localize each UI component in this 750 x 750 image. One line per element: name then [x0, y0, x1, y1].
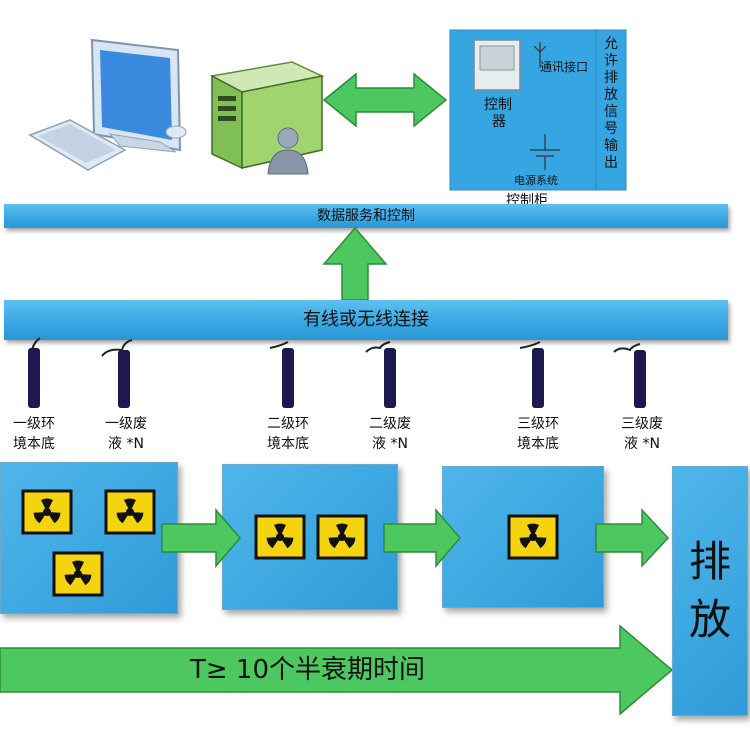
probe-label-line1: 二级环	[267, 416, 309, 432]
top-illustration	[28, 29, 627, 191]
probe-icon	[101, 339, 133, 408]
probe-icon	[269, 341, 294, 408]
data-service-label: 数据服务和控制	[317, 208, 415, 224]
up-arrow-icon	[322, 226, 388, 301]
probe-label: 三级环 境本底	[506, 414, 570, 454]
probe-icon	[519, 341, 544, 408]
controller-device-icon	[473, 39, 521, 91]
probe-label-line2: 液 *N	[372, 436, 408, 452]
controller-label-line2: 器	[492, 114, 506, 130]
probe-label: 一级废 液 *N	[94, 414, 158, 454]
comm-port-label: 通讯接口	[540, 60, 589, 74]
probe-label-line1: 三级废	[621, 416, 663, 432]
flow-arrow-icon	[595, 508, 670, 568]
probe-icon	[28, 337, 41, 408]
tank-stage-1	[0, 462, 178, 614]
keyboard-icon	[28, 119, 127, 171]
antenna-icon	[533, 42, 547, 68]
probe-label: 二级环 境本底	[256, 414, 320, 454]
controller-label-line1: 控制	[484, 97, 512, 113]
discharge-box: 排放	[672, 466, 748, 716]
probe-label-line2: 境本底	[267, 436, 309, 452]
probe-label-line2: 境本底	[517, 436, 559, 452]
probe-label-line1: 一级废	[105, 416, 147, 432]
probe-label: 一级环 境本底	[2, 414, 66, 454]
probe-label-line1: 一级环	[13, 416, 55, 432]
monitor-icon	[90, 38, 182, 153]
probe-label: 二级废 液 *N	[358, 414, 422, 454]
power-symbol-icon	[530, 134, 560, 170]
probe-icon	[365, 341, 396, 408]
probes-layer	[28, 337, 646, 408]
probe-label-line2: 境本底	[13, 436, 55, 452]
mouse-icon	[165, 125, 187, 139]
probe-label: 三级废 液 *N	[610, 414, 674, 454]
control-cabinet	[449, 29, 597, 191]
server-icon	[209, 61, 325, 170]
probe-label-line1: 三级环	[517, 416, 559, 432]
allow-discharge-label: 允许排放信号输出	[604, 36, 618, 171]
signal-panel	[595, 29, 627, 191]
probe-label-line1: 二级废	[369, 416, 411, 432]
user-icon	[267, 127, 309, 175]
tank-stage-2	[222, 464, 398, 610]
data-service-bar: 数据服务和控制	[4, 204, 728, 228]
probe-label-line2: 液 *N	[108, 436, 144, 452]
probe-icon	[613, 343, 646, 408]
connection-label: 有线或无线连接	[303, 309, 429, 330]
time-condition-label: T≥ 10个半衰期时间	[190, 655, 426, 685]
double-arrow-icon	[322, 72, 448, 128]
tank-stage-3	[442, 466, 604, 608]
power-system-label: 电源系统	[514, 174, 558, 187]
probe-label-line2: 液 *N	[624, 436, 660, 452]
discharge-label: 排放	[688, 537, 731, 644]
connection-bar: 有线或无线连接	[4, 300, 728, 340]
